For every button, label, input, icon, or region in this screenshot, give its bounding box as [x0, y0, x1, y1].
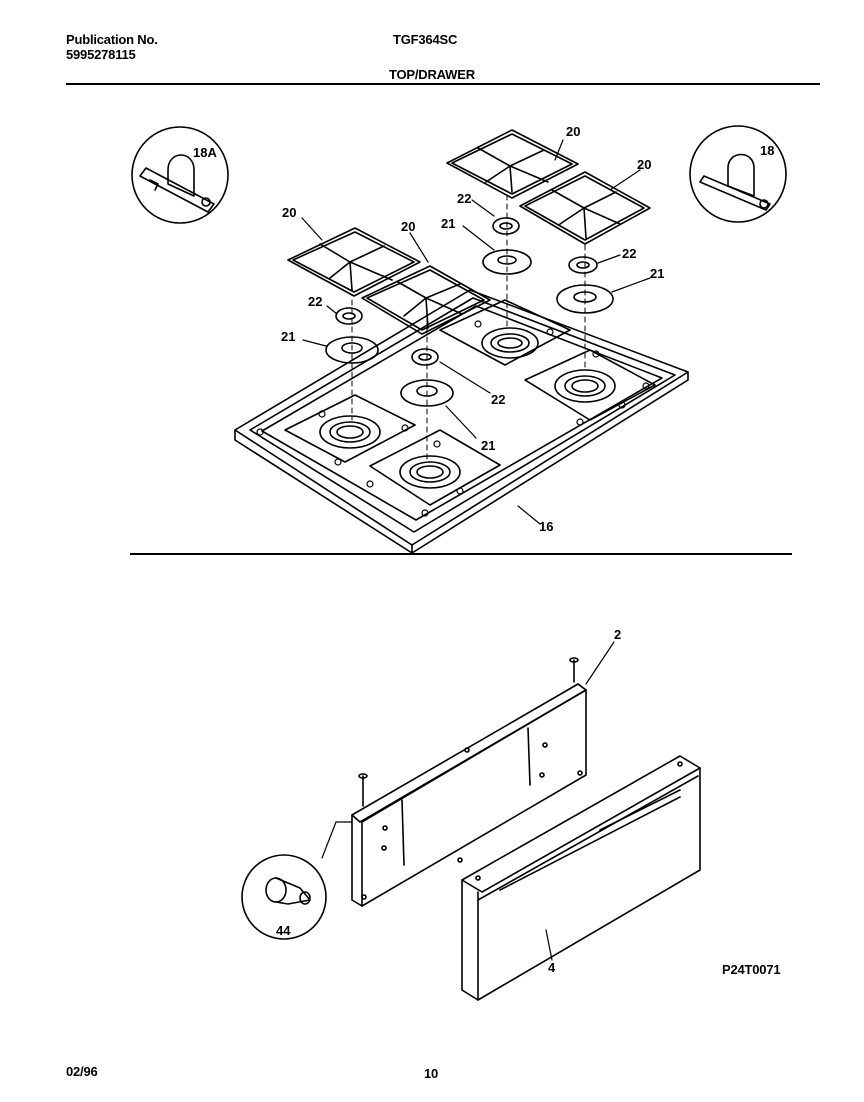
- leader-lines-top: [301, 139, 651, 525]
- model-number: TGF364SC: [393, 32, 458, 47]
- section-title: TOP/DRAWER: [389, 67, 475, 82]
- burner-well-front-right: [369, 429, 501, 506]
- publication-number: 5995278115: [66, 47, 136, 62]
- detail-18A: [131, 126, 229, 224]
- leader-lines-bottom: [321, 641, 615, 961]
- callout-21-center: 21: [481, 438, 495, 453]
- burner-ring-left: [335, 307, 363, 325]
- burner-ring-right: [568, 256, 598, 274]
- callout-4: 4: [548, 960, 556, 975]
- callout-44: 44: [276, 923, 291, 938]
- callout-22-right: 22: [622, 246, 636, 261]
- assembly-guides: [351, 194, 586, 461]
- burner-well-back-left: [439, 299, 571, 366]
- drawer-back-panel: [351, 683, 587, 907]
- grate-back-right: [519, 171, 651, 245]
- callout-16: 16: [539, 519, 553, 534]
- callout-21-right: 21: [650, 266, 664, 281]
- figure-code: P24T0071: [722, 962, 781, 977]
- detail-18: [689, 125, 787, 223]
- grate-left-front: [287, 227, 421, 297]
- header-rule: [66, 83, 820, 85]
- grate-center: [361, 265, 491, 335]
- detail-44: [241, 854, 327, 940]
- callout-22-back: 22: [457, 191, 471, 206]
- callout-20-left: 20: [282, 205, 296, 220]
- publication-label: Publication No.: [66, 32, 158, 47]
- callout-18: 18: [760, 143, 774, 158]
- callout-20-center: 20: [401, 219, 415, 234]
- cooktop-panel: [234, 289, 689, 554]
- callout-21-left: 21: [281, 329, 295, 344]
- callout-21-back: 21: [441, 216, 455, 231]
- callout-22-center: 22: [491, 392, 505, 407]
- footer-date: 02/96: [66, 1064, 98, 1079]
- page-number: 10: [424, 1066, 439, 1081]
- grate-back-left: [446, 129, 579, 199]
- burner-ring-back: [492, 217, 520, 235]
- burner-well-back-right: [524, 349, 656, 421]
- burner-ring-center: [411, 348, 439, 366]
- callout-2: 2: [614, 627, 621, 642]
- callout-20-right: 20: [637, 157, 651, 172]
- burner-well-front-left: [284, 394, 416, 463]
- drawer-front: [461, 755, 701, 1001]
- callout-18A: 18A: [193, 145, 217, 160]
- callout-22-left: 22: [308, 294, 322, 309]
- callout-20-back: 20: [566, 124, 580, 139]
- screws: [358, 657, 579, 807]
- cooktop-holes: [256, 320, 650, 517]
